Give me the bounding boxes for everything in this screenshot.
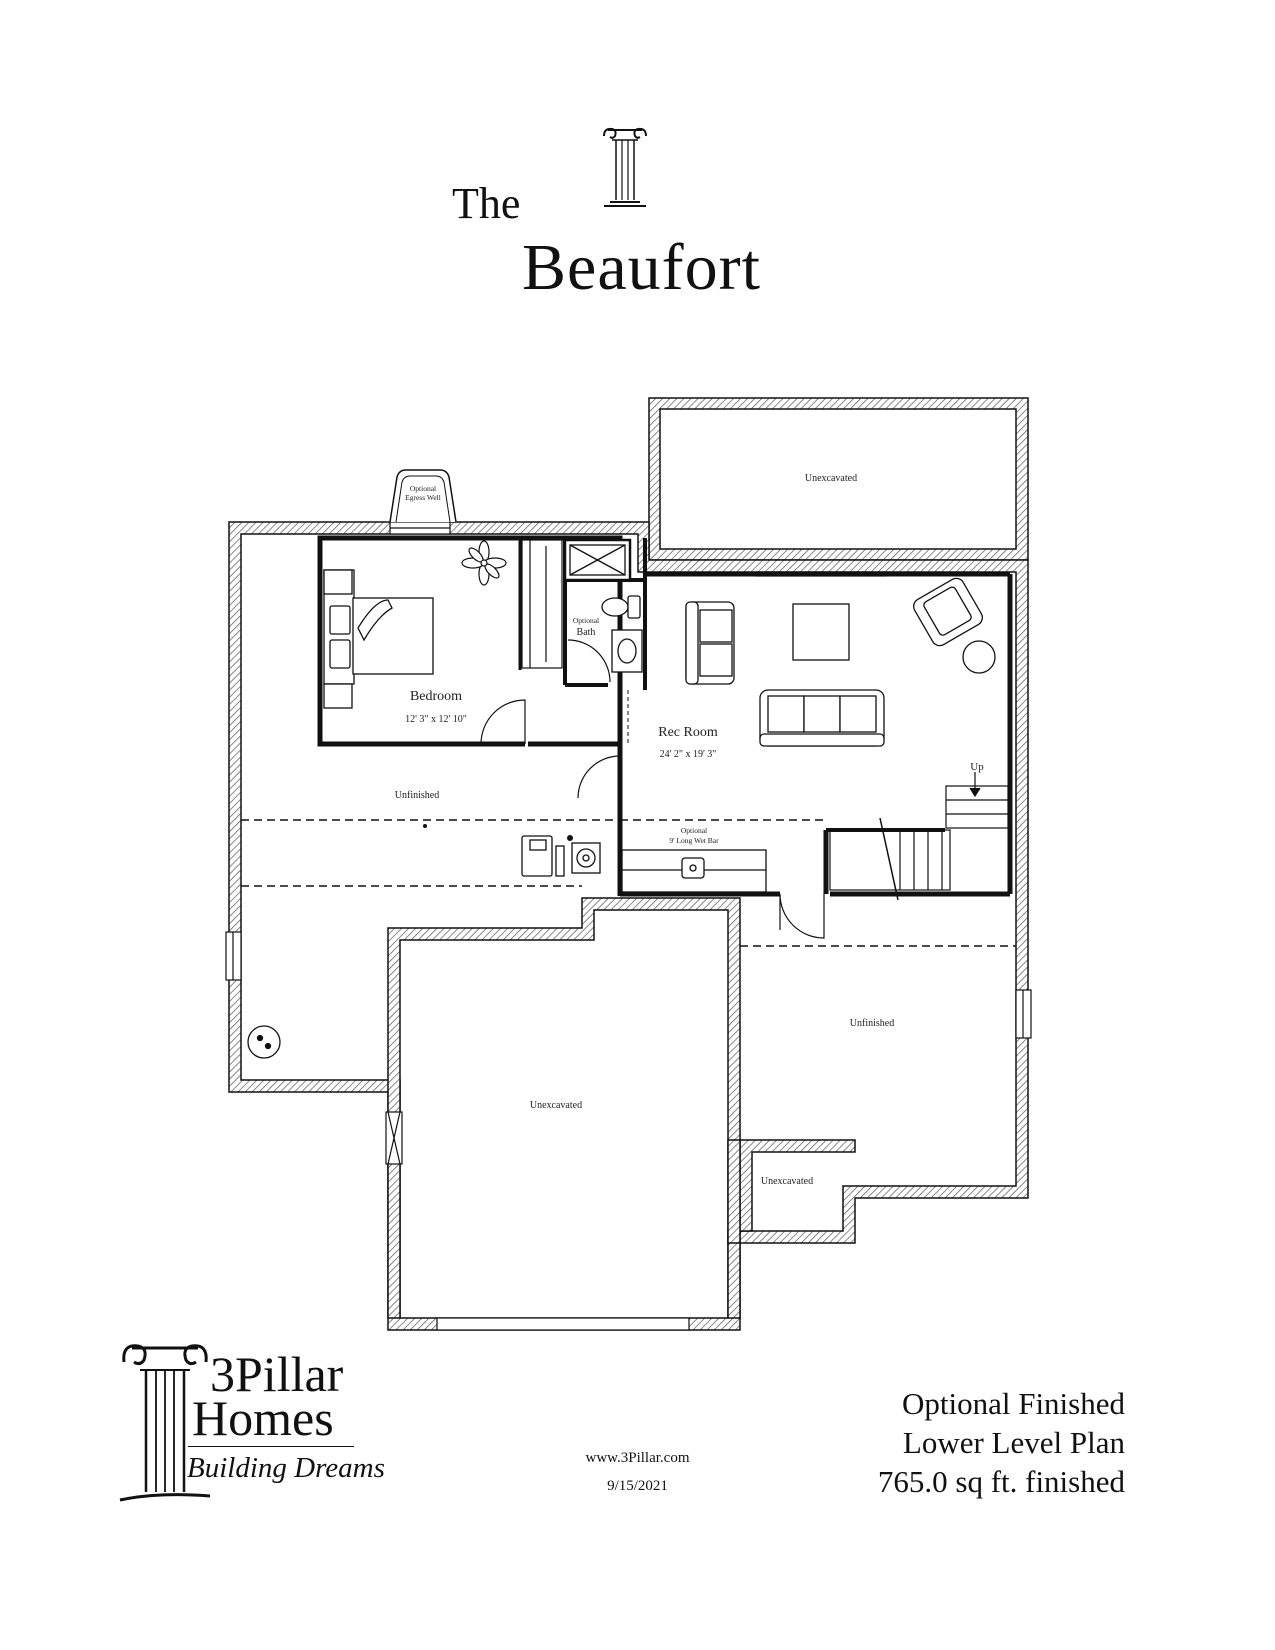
bath-label-1: Optional [573, 616, 599, 625]
page-title: Beaufort [522, 231, 761, 304]
wet-bar-label-1: Optional [681, 826, 707, 835]
side-table [962, 640, 996, 674]
egress-label-1: Optional [410, 484, 436, 493]
logo-pillar-icon [118, 1340, 213, 1509]
logo-tagline: Building Dreams [187, 1452, 385, 1484]
unexcavated-small-label: Unexcavated [761, 1176, 813, 1187]
website-link[interactable]: www.3Pillar.com [585, 1450, 690, 1466]
unfinished-right-label: Unfinished [850, 1018, 894, 1029]
plan-caption-3: 765.0 sq ft. finished [877, 1464, 1125, 1499]
logo-line1: 3Pillar [210, 1346, 344, 1402]
rec-room-label: Rec Room [658, 725, 718, 740]
bedroom-size: 12' 3" x 12' 10" [405, 714, 467, 725]
egress-well [389, 469, 457, 523]
utility-door [779, 893, 825, 939]
drain-dot [567, 835, 573, 841]
coffee-table [792, 603, 850, 661]
title-prefix: The [452, 179, 521, 228]
closet [521, 539, 563, 669]
furnace-icon [521, 835, 565, 877]
logo-divider [188, 1446, 354, 1447]
toilet-icon [601, 595, 641, 619]
plan-caption-2: Lower Level Plan [902, 1425, 1125, 1460]
stair-up-label: Up [970, 761, 984, 773]
sofa-left [685, 601, 735, 685]
rec-room-size: 24' 2" x 19' 3" [660, 749, 717, 760]
bedroom-door [480, 699, 526, 745]
sump-pump-icon [247, 1025, 281, 1059]
post-dot [423, 824, 427, 828]
bath-label-2: Bath [577, 627, 596, 638]
bath-door [567, 639, 611, 683]
sofa-bottom [759, 689, 885, 747]
sink-icon [611, 629, 643, 673]
pillar-icon [600, 126, 650, 215]
logo-line2: Homes [192, 1390, 334, 1446]
shower [563, 538, 632, 582]
rec-room-door [577, 755, 621, 799]
bed [323, 569, 434, 709]
unexcavated-top-label: Unexcavated [805, 473, 857, 484]
unexcavated-center-wall [387, 897, 856, 1319]
plant-icon [461, 540, 507, 586]
unfinished-left-label: Unfinished [395, 790, 439, 801]
stairs [829, 772, 1009, 901]
plan-date: 9/15/2021 [607, 1478, 668, 1494]
wet-bar [621, 849, 767, 893]
plan-caption-1: Optional Finished [901, 1386, 1125, 1421]
bedroom-label: Bedroom [410, 689, 462, 704]
unexcavated-center-label: Unexcavated [530, 1100, 582, 1111]
beam-lines [241, 819, 1016, 947]
water-heater-icon [571, 842, 601, 874]
armchair [913, 577, 983, 647]
egress-label-2: Egress Well [405, 493, 441, 502]
wet-bar-label-2: 9' Long Wet Bar [669, 836, 719, 845]
